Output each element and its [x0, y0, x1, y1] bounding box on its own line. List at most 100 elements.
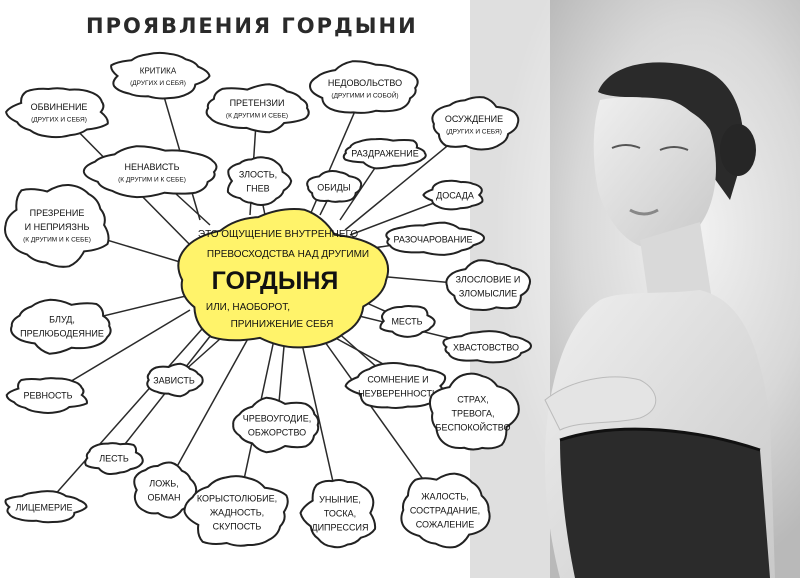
center-main: ГОРДЫНЯ: [212, 267, 339, 295]
node-label-dosada-0: ДОСАДА: [436, 191, 474, 201]
node-label-unynie-1: ТОСКА,: [324, 509, 356, 519]
connector-kritika: [157, 75, 201, 221]
cloud-shape-koryst: [183, 475, 289, 547]
node-label-strah-0: СТРАХ,: [457, 395, 489, 405]
node-osuzhdenie: ОСУЖДЕНИЕ(ДРУГИХ И СЕБЯ): [431, 96, 520, 151]
node-label-obidy-0: ОБИДЫ: [317, 183, 350, 193]
node-label-chrevougodie-0: ЧРЕВОУГОДИЕ,: [243, 414, 311, 424]
node-label-zhalost-2: СОЖАЛЕНИЕ: [416, 520, 475, 530]
node-nedovolstvo: НЕДОВОЛЬСТВО (ДРУГИМИ И СОБОЙ): [309, 60, 419, 114]
cloud-shape-zhalost: [400, 472, 491, 549]
connector-lozh: [163, 334, 251, 491]
page-title: ПРОЯВЛЕНИЯ ГОРДЫНИ: [86, 14, 418, 38]
node-label-obvinenie-1: (ДРУГИХ И СЕБЯ): [31, 116, 87, 123]
node-label-pretenzii-0: ПРЕТЕНЗИИ: [230, 98, 285, 108]
node-label-razdrazhenie-0: РАЗДРАЖЕНИЕ: [351, 149, 419, 159]
node-label-razocharovanie-0: РАЗОЧАРОВАНИЕ: [394, 235, 473, 245]
cloud-shape-unynie: [299, 478, 377, 549]
node-hvastovstvo: ХВАСТОВСТВО: [442, 330, 532, 364]
node-label-zloslovie-0: ЗЛОСЛОВИЕ И: [456, 275, 521, 285]
cloud-shape-razocharovanie: [385, 221, 485, 256]
node-label-mest-0: МЕСТЬ: [391, 317, 422, 327]
cloud-shape-mest: [379, 304, 436, 338]
cloud-shape-zlost: [226, 156, 293, 207]
node-nenavist: НЕНАВИСТЬ (К ДРУГИМ И К СЕБЕ): [82, 145, 218, 199]
node-label-zloslovie-1: ЗЛОМЫСЛИЕ: [459, 289, 517, 299]
node-label-zhalost-1: СОСТРАДАНИЕ,: [410, 506, 480, 516]
node-zavist: ЗАВИСТЬ: [146, 362, 204, 398]
connector-licemerie: [43, 319, 211, 508]
cloud-shape-zavist: [146, 362, 204, 398]
node-label-koryst-1: ЖАДНОСТЬ,: [210, 508, 264, 518]
node-label-kritika-0: КРИТИКА: [140, 66, 177, 75]
cloud-shape-prezrenie: [4, 183, 110, 268]
cloud-shape-lest: [84, 442, 144, 476]
node-label-licemerie-0: ЛИЦЕМЕРИЕ: [15, 503, 72, 513]
node-kritika: КРИТИКА (ДРУГИХ И СЕБЯ): [110, 51, 211, 100]
node-label-prezrenie-1: И НЕПРИЯЗНЬ: [25, 222, 90, 232]
node-label-zlost-1: ГНЕВ: [246, 184, 269, 194]
node-unynie: УНЫНИЕ, ТОСКА, ДИПРЕССИЯ: [299, 478, 377, 549]
node-label-unynie-2: ДИПРЕССИЯ: [311, 523, 368, 533]
node-label-nedovolstvo-0: НЕДОВОЛЬСТВО: [328, 78, 402, 88]
node-label-kritika-1: (ДРУГИХ И СЕБЯ): [130, 80, 186, 87]
cloud-shape-lozh: [133, 461, 198, 519]
node-label-nenavist-0: НЕНАВИСТЬ: [124, 162, 179, 172]
node-revnost: РЕВНОСТЬ: [5, 377, 88, 414]
cloud-nodes: КРИТИКА (ДРУГИХ И СЕБЯ) НЕДОВОЛЬСТВО (ДРУГИ…: [4, 51, 532, 549]
cloud-shape-chrevougodie: [232, 396, 320, 454]
woman-photo: [470, 0, 800, 578]
node-label-osuzhdenie-1: (ДРУГИХ И СЕБЯ): [446, 128, 502, 135]
node-label-strah-2: БЕСПОКОЙСТВО: [436, 422, 511, 433]
node-razocharovanie: РАЗОЧАРОВАНИЕ: [385, 221, 485, 256]
node-obvinenie: ОБВИНЕНИЕ (ДРУГИХ И СЕБЯ): [5, 87, 109, 139]
node-razdrazhenie: РАЗДРАЖЕНИЕ: [342, 137, 427, 170]
center-line1: ЭТО ОЩУЩЕНИЕ ВНУТРЕННЕГО: [198, 229, 358, 240]
node-label-obvinenie-0: ОБВИНЕНИЕ: [31, 102, 88, 112]
center-line2: ПРЕВОСХОДСТВА НАД ДРУГИМИ: [207, 249, 369, 260]
cloud-shape-osuzhdenie: [431, 96, 520, 151]
cloud-shape-licemerie: [4, 490, 88, 524]
center-line3: ИЛИ, НАОБОРОТ,: [206, 302, 290, 313]
node-label-zhalost-0: ЖАЛОСТЬ,: [421, 492, 469, 502]
node-label-lozh-1: ОБМАН: [148, 493, 181, 503]
cloud-shape-obidy: [306, 170, 363, 203]
node-label-hvastovstvo-0: ХВАСТОВСТВО: [453, 343, 519, 353]
node-label-nedovolstvo-1: (ДРУГИМИ И СОБОЙ): [331, 90, 398, 99]
cloud-shape-zloslovie: [445, 259, 532, 312]
cloud-shape-dosada: [422, 179, 484, 211]
node-label-somnenie-0: СОМНЕНИЕ И: [367, 375, 428, 385]
node-label-zlost-0: ЗЛОСТЬ,: [239, 170, 277, 180]
cloud-shape-blud: [10, 298, 112, 355]
node-strah: СТРАХ, ТРЕВОГА, БЕСПОКОЙСТВО: [428, 372, 520, 451]
node-label-blud-1: ПРЕЛЮБОДЕЯНИЕ: [20, 329, 104, 339]
node-label-zavist-0: ЗАВИСТЬ: [153, 376, 195, 386]
cloud-shape-razdrazhenie: [342, 137, 427, 170]
cloud-shape-revnost: [5, 377, 88, 414]
node-lest: ЛЕСТЬ: [84, 442, 144, 476]
node-label-unynie-0: УНЫНИЕ,: [319, 495, 361, 505]
node-blud: БЛУД,ПРЕЛЮБОДЕЯНИЕ: [10, 298, 112, 355]
node-label-pretenzii-1: (К ДРУГИМ И СЕБЕ): [226, 112, 288, 119]
center-line4: ПРИНИЖЕНИЕ СЕБЯ: [231, 319, 334, 330]
node-koryst: КОРЫСТОЛЮБИЕ,ЖАДНОСТЬ,СКУПОСТЬ: [183, 475, 289, 547]
center-node: ЭТО ОЩУЩЕНИЕ ВНУТРЕННЕГО ПРЕВОСХОДСТВА Н…: [177, 208, 390, 349]
cloud-shape-obvinenie: [5, 87, 109, 139]
cloud-shape-nenavist: [82, 145, 218, 199]
node-label-nenavist-1: (К ДРУГИМ И К СЕБЕ): [118, 176, 186, 183]
cloud-shape-hvastovstvo: [442, 330, 532, 364]
node-dosada: ДОСАДА: [422, 179, 484, 211]
node-obidy: ОБИДЫ: [306, 170, 363, 203]
node-zlost: ЗЛОСТЬ, ГНЕВ: [226, 156, 293, 207]
node-label-strah-1: ТРЕВОГА,: [452, 409, 495, 419]
node-zloslovie: ЗЛОСЛОВИЕ И ЗЛОМЫСЛИЕ: [445, 259, 532, 312]
cloud-shape-pretenzii: [205, 83, 310, 134]
node-label-lest-0: ЛЕСТЬ: [99, 454, 129, 464]
cloud-shape-nedovolstvo: [309, 60, 419, 114]
node-mest: МЕСТЬ: [379, 304, 436, 338]
node-label-prezrenie-0: ПРЕЗРЕНИЕ: [30, 208, 85, 218]
